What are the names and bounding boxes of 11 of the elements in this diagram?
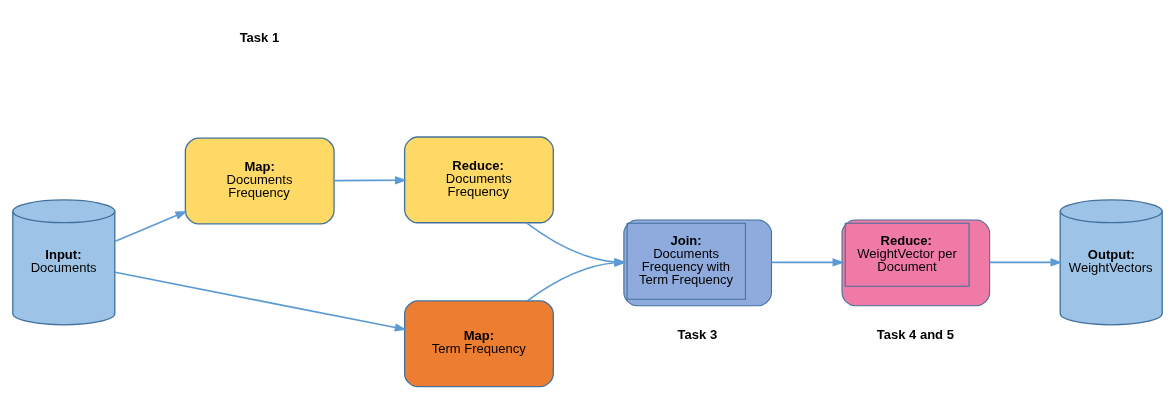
node-box: Map: Documents Frequency [184,136,335,224]
node-label: Task 3 [677,326,718,342]
arrow [333,175,407,184]
label: Task 1 [239,29,280,45]
node-label: Task 4 and 5 [876,326,954,342]
node-box: Map: Term Frequency [403,299,554,387]
arrow [114,270,407,332]
node-box: Reduce: Documents Frequency [403,135,554,223]
arrow [988,257,1063,267]
arrow [114,210,188,242]
arrow [770,257,845,267]
